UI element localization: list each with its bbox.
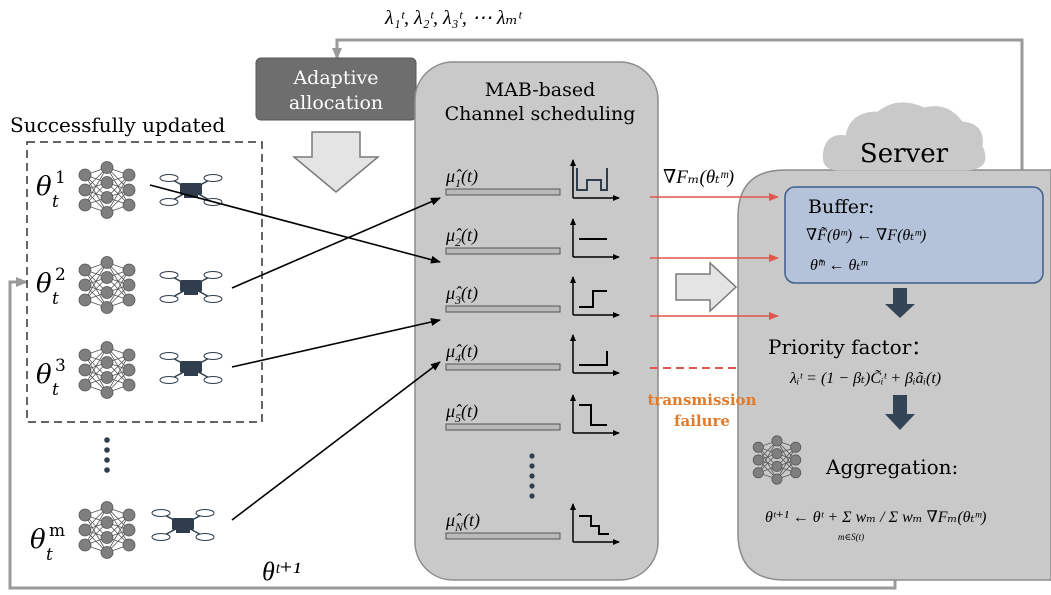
channel-bar bbox=[445, 247, 561, 255]
theta-label-m: θ t m bbox=[30, 521, 65, 565]
buffer-eq-1: ∇F̃(θᵐ) ← ∇F(θₜᵐ) bbox=[806, 226, 926, 244]
svg-text:t: t bbox=[52, 380, 59, 400]
aggregation-network bbox=[752, 435, 802, 485]
buffer-box bbox=[784, 186, 1044, 284]
client-network-3 bbox=[78, 341, 136, 399]
svg-text:t: t bbox=[46, 545, 53, 565]
channel-ellipsis bbox=[529, 453, 535, 499]
gradient-label: ∇Fₘ(θₜᵐ) bbox=[663, 167, 734, 188]
client-network-2 bbox=[78, 256, 136, 314]
failure-label-2: failure bbox=[674, 412, 730, 430]
lambda-label: λ₁ᵗ, λ₂ᵗ, λ₃ᵗ, ⋯ λₘᵗ bbox=[384, 7, 523, 29]
step-plot-icon bbox=[570, 334, 620, 376]
allocation-down-arrow bbox=[291, 131, 381, 193]
svg-text:θ: θ bbox=[36, 269, 52, 299]
svg-text:m: m bbox=[49, 521, 65, 541]
scheduler-title-2: Channel scheduling bbox=[445, 103, 636, 125]
scheduler-panel bbox=[414, 61, 659, 581]
priority-title: Priority factor： bbox=[768, 335, 931, 359]
svg-text:θ: θ bbox=[36, 360, 52, 390]
arrow-client2-channel1 bbox=[231, 197, 441, 289]
svg-text:1: 1 bbox=[55, 168, 66, 188]
aggregation-sum-subscript: m∈S(t) bbox=[838, 532, 864, 542]
drone-icon-4 bbox=[151, 509, 215, 541]
channel-bar bbox=[445, 532, 561, 540]
step-plot-icon bbox=[570, 276, 620, 318]
channel-bar bbox=[445, 188, 561, 196]
arrow-client3-channel3 bbox=[231, 318, 441, 368]
server-cloud: Server bbox=[822, 102, 986, 171]
aggregation-network-icon bbox=[752, 435, 802, 485]
svg-text:θ: θ bbox=[30, 525, 46, 555]
step-plot-icon bbox=[570, 503, 620, 545]
channel-row: μ̂3(t) bbox=[445, 276, 620, 318]
clients-dashed-box bbox=[26, 141, 263, 423]
theta-label-3: θ t 3 bbox=[36, 356, 66, 400]
adaptive-allocation-box: Adaptive allocation bbox=[255, 57, 417, 193]
step-plot-icon bbox=[570, 159, 620, 201]
scheduler-title-1: MAB-based bbox=[485, 79, 596, 101]
arrow-clientm-channel4 bbox=[231, 361, 441, 521]
priority-eq: λᵢᵗ = (1 − βₜ)C̃ᵢᵗ + βᵢãᵢ(t) bbox=[789, 369, 941, 387]
svg-text:2: 2 bbox=[55, 265, 66, 285]
server-label: Server bbox=[860, 139, 949, 169]
left-title: Successfully updated bbox=[10, 113, 225, 137]
to-server-arrow bbox=[675, 261, 738, 313]
svg-text:t: t bbox=[52, 289, 59, 309]
down-arrow-2 bbox=[885, 395, 915, 430]
svg-text:t: t bbox=[52, 192, 59, 212]
transmission-arrows bbox=[650, 193, 779, 369]
client-networks bbox=[78, 161, 136, 559]
channel-bar bbox=[445, 423, 561, 431]
svg-text:3: 3 bbox=[55, 356, 66, 376]
client-network-4 bbox=[78, 501, 136, 559]
drone-icon-3 bbox=[159, 352, 223, 384]
down-arrow-1 bbox=[885, 288, 915, 318]
buffer-eq-2: θ̃ᵐ ← θₜᵐ bbox=[810, 257, 868, 274]
theta-label-2: θ t 2 bbox=[36, 265, 66, 309]
client-network-1 bbox=[78, 161, 136, 219]
channel-bar bbox=[445, 363, 561, 371]
aggregation-title: Aggregation: bbox=[825, 455, 958, 479]
step-plot-icon bbox=[570, 218, 620, 260]
clients-ellipsis bbox=[104, 437, 110, 473]
client-drones bbox=[151, 174, 223, 541]
adaptive-label-2: allocation bbox=[289, 92, 383, 114]
assignment-arrows bbox=[149, 184, 441, 521]
buffer-title: Buffer: bbox=[808, 196, 874, 218]
theta-next-label: θᵗ⁺¹ bbox=[262, 557, 301, 586]
step-plot-icon bbox=[570, 394, 620, 436]
failure-label-1: transmission bbox=[648, 391, 757, 409]
arrow-client1-channel2 bbox=[149, 184, 441, 264]
theta-label-1: θ t 1 bbox=[36, 168, 66, 212]
channel-bar bbox=[445, 305, 561, 313]
svg-text:θ: θ bbox=[36, 172, 52, 202]
adaptive-label-1: Adaptive bbox=[292, 67, 378, 89]
drone-icon-2 bbox=[159, 271, 223, 303]
channel-mean-label: μ̂3(t) bbox=[445, 283, 478, 307]
aggregation-eq: θᵗ⁺¹ ← θᵗ + Σ wₘ / Σ wₘ ∇Fₘ(θₜᵐ) bbox=[765, 509, 986, 526]
